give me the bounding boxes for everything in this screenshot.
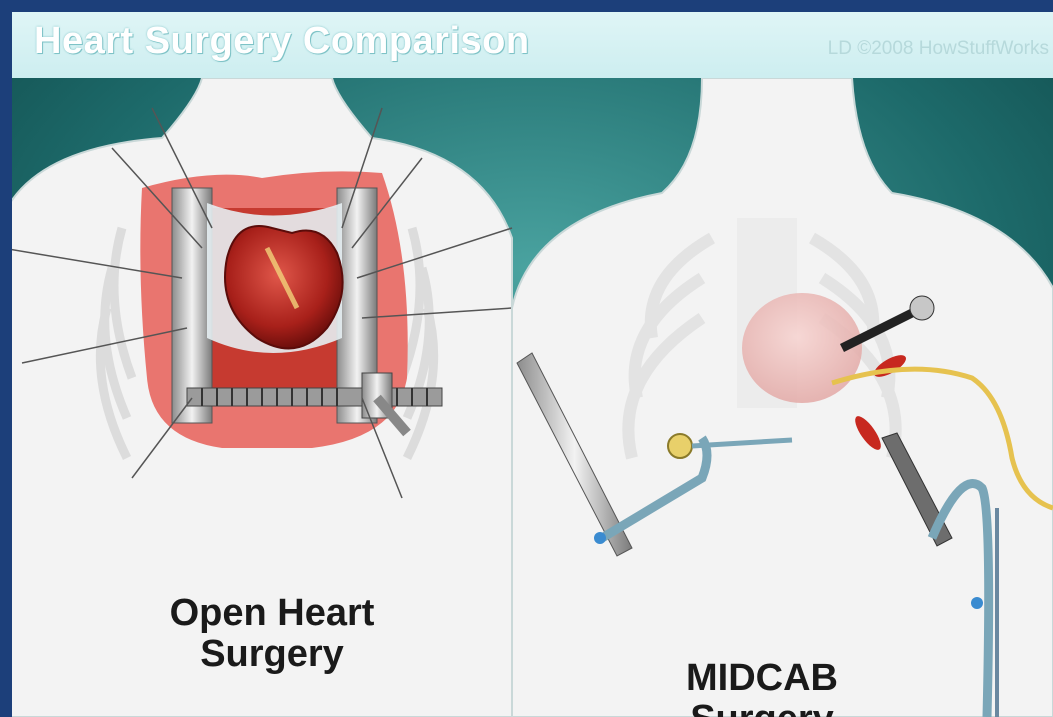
illustration-scene: Open Heart Surgery MIDCAB Surgery xyxy=(12,78,1053,717)
open-heart-label-line2: Surgery xyxy=(132,634,412,675)
header-bar: Heart Surgery Comparison LD ©2008 HowStu… xyxy=(12,12,1053,78)
midcab-label-line1: MIDCAB xyxy=(652,658,872,699)
copyright-credit: LD ©2008 HowStuffWorks xyxy=(828,38,1049,60)
midcab-label-line2: Surgery xyxy=(652,699,872,717)
midcab-label: MIDCAB Surgery xyxy=(652,658,872,717)
figure-title: Heart Surgery Comparison xyxy=(34,20,530,63)
retractor-bar xyxy=(187,388,442,406)
open-heart-label-line1: Open Heart xyxy=(132,593,412,634)
open-heart-label: Open Heart Surgery xyxy=(132,593,412,675)
